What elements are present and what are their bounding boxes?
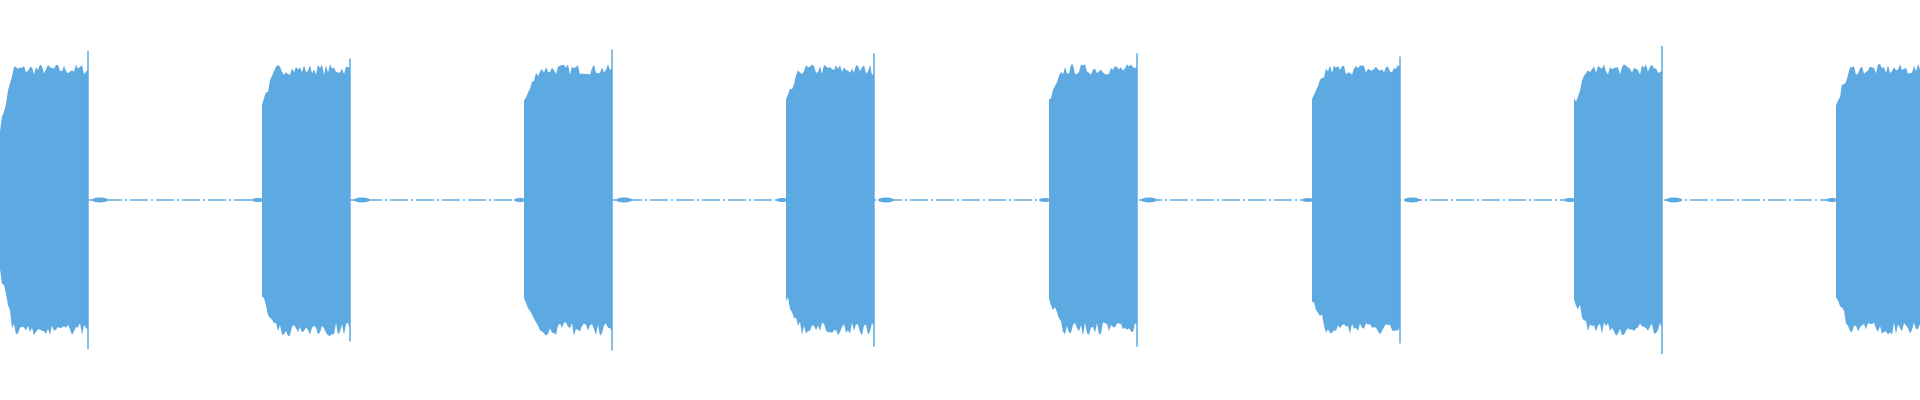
waveform-residual (616, 197, 632, 203)
waveform-burst (1836, 64, 1920, 335)
waveform-burst (262, 64, 350, 336)
waveform-residual (354, 197, 370, 203)
waveform-bursts (0, 45, 1920, 355)
waveform-pre-blip (1039, 198, 1051, 202)
waveform-residual (878, 197, 894, 203)
waveform-pre-blip (1564, 198, 1576, 202)
waveform-pre-blip (1826, 198, 1838, 202)
waveform-pre-blip (252, 198, 264, 202)
waveform-pre-blip (776, 198, 788, 202)
waveform-burst (524, 64, 612, 336)
waveform-residual (1141, 197, 1157, 203)
waveform-burst (1049, 64, 1137, 336)
waveform-residual (92, 197, 108, 203)
waveform-burst (1574, 64, 1662, 336)
waveform-pre-blip (514, 198, 526, 202)
waveform-burst (1312, 64, 1400, 335)
waveform-burst (786, 64, 874, 336)
waveform-residual (1666, 197, 1682, 203)
waveform-burst (0, 64, 88, 336)
waveform-pre-blip (1302, 198, 1314, 202)
waveform-residual (1404, 197, 1420, 203)
